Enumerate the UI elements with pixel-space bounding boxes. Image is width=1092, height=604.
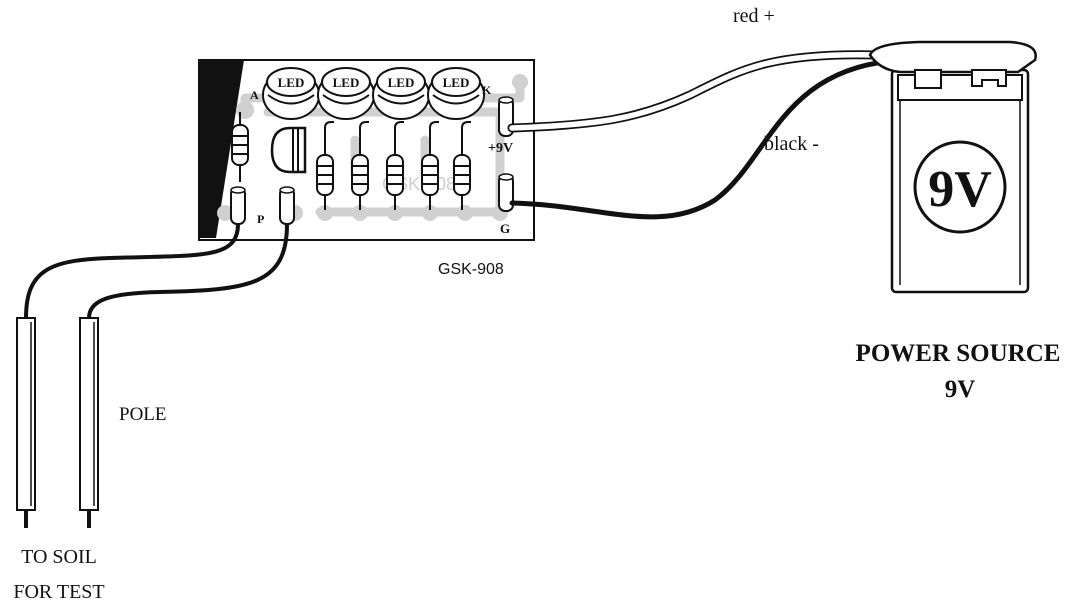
battery-label-circle [913, 140, 1007, 234]
led-row: LED LED LED LED [262, 67, 485, 120]
board-model-label: GSK-908 [438, 261, 504, 278]
resistor-bank [316, 121, 471, 210]
board-black-corner [199, 60, 244, 238]
led-2: LED [317, 67, 375, 120]
power-source-caption: POWER SOURCE [856, 340, 1061, 367]
probe-terminal-2 [279, 186, 295, 225]
power-source-voltage: 9V [945, 376, 976, 403]
anode-label: A [250, 88, 259, 102]
pole-1 [16, 317, 36, 528]
probe-wire-1 [24, 223, 240, 319]
battery-snap-cap [868, 40, 1037, 74]
led-4-label: LED [443, 75, 470, 90]
transistor [270, 126, 307, 174]
battery-face-label: 9V [928, 161, 992, 218]
black-wire-label: black - [764, 133, 819, 155]
resistor-4 [421, 121, 439, 210]
red-wire [507, 50, 885, 133]
battery: 9V [868, 40, 1037, 294]
led-1: LED [262, 67, 320, 120]
probe-label: P [257, 212, 264, 226]
resistor-left [231, 112, 249, 182]
resistor-1 [316, 121, 334, 210]
soil-caption-line1: TO SOIL [21, 546, 97, 568]
plus9v-label: +9V [488, 141, 513, 156]
probe-terminal-1 [230, 186, 246, 225]
led-3-label: LED [388, 75, 415, 90]
black-wire [509, 57, 908, 220]
ground-label: G [500, 221, 510, 236]
red-wire-label: red + [733, 5, 775, 27]
resistor-5 [453, 121, 471, 210]
battery-terminal-left [914, 69, 942, 89]
led-3: LED [372, 67, 430, 120]
soil-caption-line2: FOR TEST [13, 581, 104, 603]
led-1-label: LED [278, 75, 305, 90]
ground-terminal [498, 173, 514, 212]
cathode-label: K [482, 83, 492, 97]
battery-terminal-right [971, 69, 1007, 87]
resistor-3 [386, 121, 404, 210]
pcb-board: GSK-908 LED LED LED [198, 59, 535, 241]
pole-2 [79, 317, 99, 528]
led-4: LED [427, 67, 485, 120]
resistor-2 [351, 121, 369, 210]
led-2-label: LED [333, 75, 360, 90]
pole-label: POLE [119, 404, 167, 425]
probe-wire-2 [87, 223, 289, 319]
pcb-pads [217, 74, 528, 221]
